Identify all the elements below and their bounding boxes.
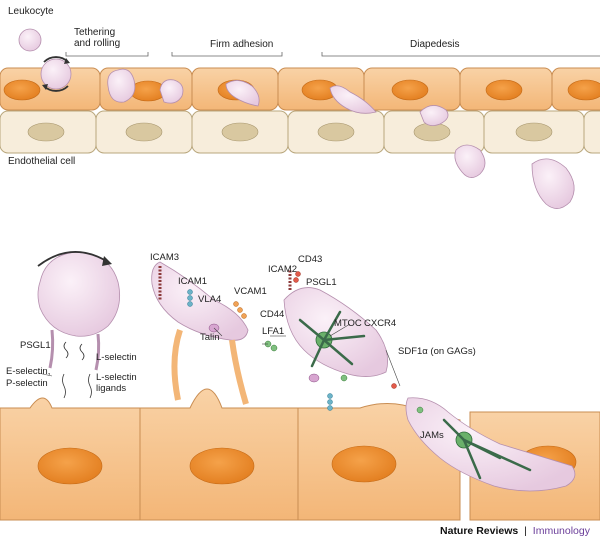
endothelium-lower-row <box>0 110 600 154</box>
journal-credit: Nature Reviews | Immunology <box>440 525 590 537</box>
transmigrating-leukocyte <box>405 397 576 492</box>
psgl1-left-label: PSGL1 <box>20 340 51 351</box>
sdf1a-label: SDF1α (on GAGs) <box>398 346 476 357</box>
leukocyte-icon <box>18 28 42 52</box>
e-selectin-label: E-selectin, <box>6 366 51 377</box>
l-selectin-label: L-selectin <box>96 352 137 363</box>
l-selectin-ligands-line1: L-selectin <box>96 372 137 383</box>
and-rolling-label: and rolling <box>74 38 121 49</box>
icam3-label: ICAM3 <box>150 252 180 263</box>
journal-name: Nature Reviews <box>440 525 519 537</box>
leukocyte-label: Leukocyte <box>8 6 54 17</box>
credit-separator: | <box>524 525 527 537</box>
jams-label: JAMs <box>420 430 444 441</box>
cd43-label: CD43 <box>298 254 323 265</box>
tethering-label: Tethering <box>74 27 116 38</box>
adhering-leukocytes <box>107 68 575 209</box>
endothelial-cell-label: Endothelial cell <box>8 156 76 167</box>
psgl1-right-label: PSGL1 <box>306 277 337 288</box>
stage-brackets <box>65 52 600 57</box>
vla4-label: VLA4 <box>198 294 222 305</box>
adherent-leukocyte <box>151 261 249 405</box>
journal-section: Immunology <box>532 525 590 537</box>
cd44-label: CD44 <box>260 309 285 320</box>
icam2-label: ICAM2 <box>268 264 298 275</box>
vcam1-label: VCAM1 <box>234 286 267 297</box>
leader-lines <box>37 323 401 387</box>
p-selectin-label: P-selectin <box>6 378 48 389</box>
diapedesis-label: Diapedesis <box>410 39 460 50</box>
talin-label: Talin <box>200 332 220 343</box>
lfa1-label: LFA1 <box>262 326 285 337</box>
cxcr4-label: CXCR4 <box>364 318 397 329</box>
mtoc-label: MTOC <box>334 318 362 329</box>
upper-nuclei <box>3 79 600 102</box>
l-selectin-ligands-line2: ligands <box>96 383 127 394</box>
tethering-leukocyte <box>37 251 121 371</box>
firm-adhesion-label: Firm adhesion <box>210 39 274 50</box>
icam1-label: ICAM1 <box>178 276 208 287</box>
rolling-leukocyte <box>40 56 72 92</box>
lower-nuclei <box>27 122 553 142</box>
migrating-leukocyte <box>283 287 389 377</box>
adhesion-molecules <box>62 266 424 414</box>
